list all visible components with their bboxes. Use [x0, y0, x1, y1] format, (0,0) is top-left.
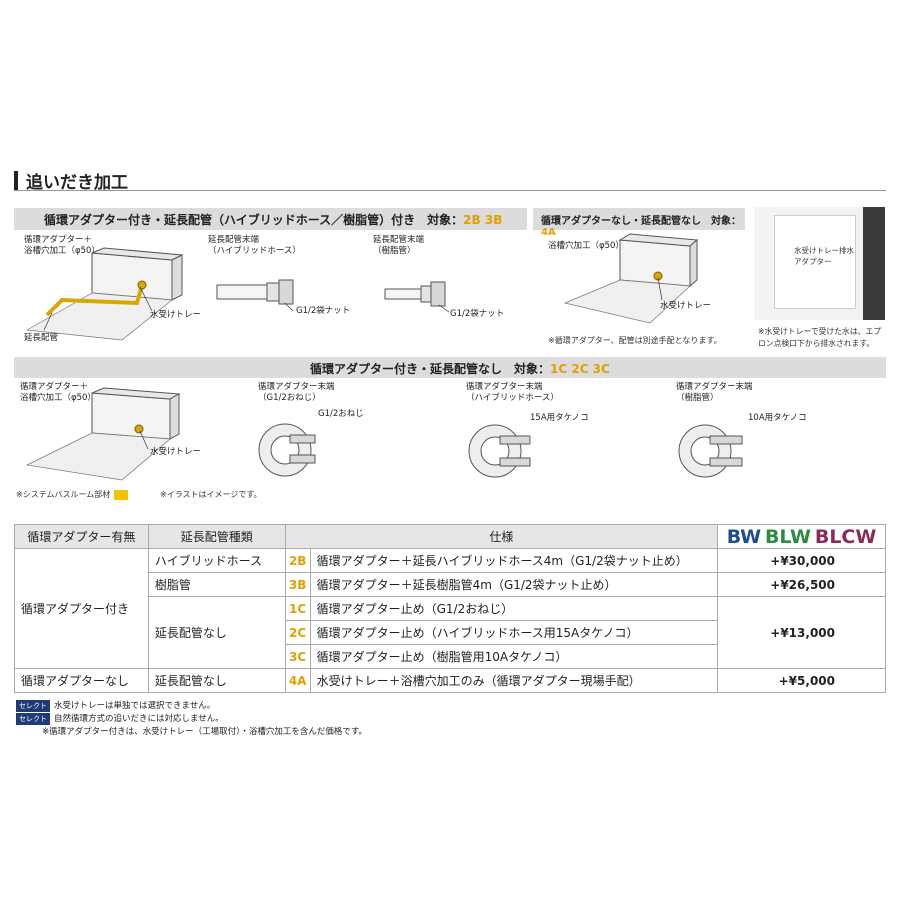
resin-end-title: 延長配管末端（樹脂管）	[373, 235, 425, 256]
legend-image-note: ※イラストはイメージです。	[160, 490, 262, 499]
title-bar	[14, 170, 18, 191]
band-2b3b: 循環アダプター付き・延長配管（ハイブリッドホース／樹脂管）付き 対象：2B 3B	[14, 208, 527, 230]
section-title: 追いだき加工	[14, 168, 128, 193]
resin-nut-illustration	[384, 281, 450, 313]
adapter-10a-illustration	[678, 424, 743, 478]
header-pipe: 延長配管種類	[147, 524, 286, 549]
group-with-adapter: 循環アダプター付き	[14, 548, 149, 669]
end2-title: 循環アダプター末端（ハイブリッドホース）	[466, 382, 559, 403]
bathtub-adapter-illustration	[25, 387, 181, 481]
note-1: セレクト水受けトレーは単独では選択できません。	[16, 699, 215, 712]
adapter-g12-male-illustration	[258, 423, 316, 477]
header-series: BW BLW BLCW	[717, 524, 886, 549]
end3-part-label: 10A用タケノコ	[748, 413, 807, 423]
resin-nut-label: G1/2袋ナット	[450, 309, 505, 319]
bathtub-no-adapter-illustration	[563, 233, 699, 324]
d2-hole-label: 浴槽穴加工（φ50）	[548, 241, 624, 251]
d1-adapter-label: 循環アダプター＋浴槽穴加工（φ50）	[24, 235, 100, 256]
end3-title: 循環アダプター末端（樹脂管）	[676, 382, 753, 403]
group-without-adapter: 循環アダプターなし	[14, 668, 149, 693]
end1-title: 循環アダプター末端（G1/2おねじ）	[258, 382, 335, 403]
photo-label: 水受けトレー排水アダプター	[794, 246, 854, 266]
table-header: 循環アダプター有無 延長配管種類 仕様 BW BLW BLCW	[14, 524, 886, 549]
select-badge: セレクト	[16, 700, 50, 712]
band-4a: 循環アダプターなし・延長配管なし 対象：4A	[533, 208, 745, 238]
table-row: 延長配管なし 1C 循環アダプター止め（G1/2おねじ） +¥13,000	[15, 596, 886, 669]
table-row: 3C 循環アダプター止め（樹脂管用10Aタケノコ）	[15, 644, 886, 669]
note-3: ※循環アダプター付きは、水受けトレー（工場取付）・浴槽穴加工を含んだ価格です。	[42, 727, 368, 737]
hose-nut-label: G1/2袋ナット	[296, 306, 351, 316]
title-rule	[14, 190, 886, 191]
select-badge: セレクト	[16, 713, 50, 725]
spec-table: 循環アダプター有無 延長配管種類 仕様 BW BLW BLCW 循環アダプター付…	[14, 524, 886, 693]
table-row: 循環アダプター付き ハイブリッドホース 2B 循環アダプター＋延長ハイブリッドホ…	[14, 548, 886, 669]
photo-caption: ※水受けトレーで受けた水は、エプロン点検口下から排水されます。	[758, 327, 882, 348]
header-spec: 仕様	[284, 524, 719, 549]
legend-system-bath: ※システムバスルーム部材	[16, 489, 129, 500]
table-row: 循環アダプターなし 延長配管なし 4A 水受けトレー＋浴槽穴加工のみ（循環アダプ…	[14, 668, 886, 693]
hose-nut-illustration	[216, 279, 294, 312]
adapter-15a-illustration	[468, 424, 531, 478]
d3-tray-label: 水受けトレー	[150, 447, 202, 457]
end1-part-label: G1/2おねじ	[318, 409, 364, 419]
note-2: セレクト自然循環方式の追いだきには対応しません。	[16, 712, 224, 725]
tray-drain-photo: 水受けトレー排水アダプター	[754, 207, 885, 320]
header-adapter: 循環アダプター有無	[14, 524, 149, 549]
d2-note: ※循環アダプター、配管は別途手配となります。	[548, 336, 722, 345]
d1-pipe-label: 延長配管	[24, 333, 59, 343]
d1-tray-label: 水受けトレー	[150, 310, 202, 320]
d2-tray-label: 水受けトレー	[660, 301, 712, 311]
table-row: 2C 循環アダプター止め（ハイブリッドホース用15Aタケノコ）	[15, 620, 886, 645]
system-bath-swatch	[114, 489, 129, 500]
hose-end-title: 延長配管末端（ハイブリッドホース）	[208, 235, 301, 256]
band-1c2c3c: 循環アダプター付き・延長配管なし 対象：1C 2C 3C	[14, 357, 886, 378]
end2-part-label: 15A用タケノコ	[530, 413, 589, 423]
bathtub-with-pipe-illustration	[25, 247, 184, 341]
d3-adapter-label: 循環アダプター＋浴槽穴加工（φ50）	[20, 382, 96, 403]
